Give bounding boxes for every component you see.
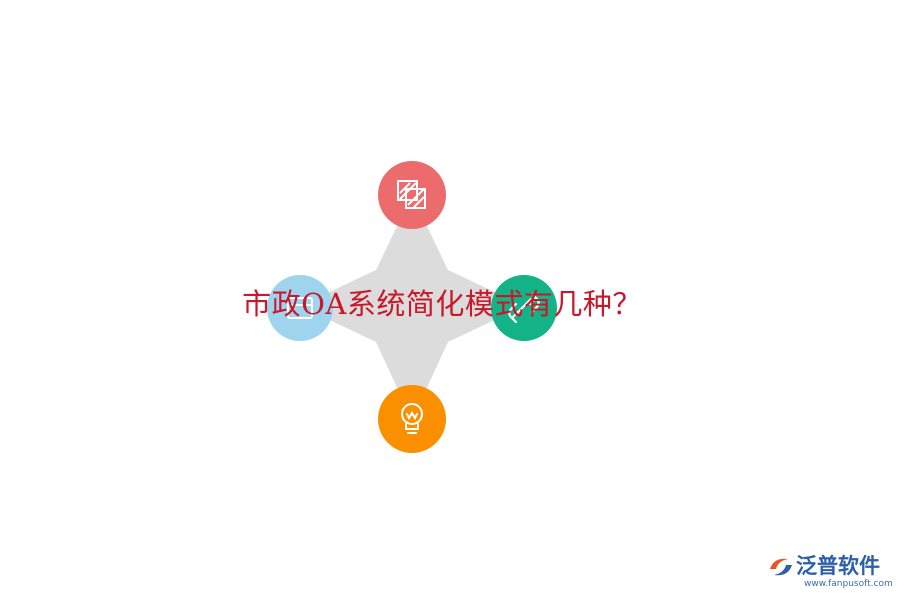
brand-name: 泛普软件 — [796, 554, 880, 578]
node-top — [378, 161, 446, 229]
node-right — [491, 275, 557, 341]
brand-logo: 泛普软件 www.fanpusoft.com — [768, 552, 894, 594]
star-connector — [300, 195, 524, 420]
node-bottom — [378, 385, 446, 453]
diagram-title: 市政OA系统简化模式有几种？ — [242, 287, 642, 321]
link-icon — [508, 292, 540, 324]
brand-mark-icon — [770, 558, 792, 576]
lightbulb-icon — [401, 403, 423, 434]
node-left — [267, 275, 333, 341]
box-icon — [287, 297, 313, 319]
striped-squares-icon — [397, 180, 426, 209]
brand-url: www.fanpusoft.com — [804, 579, 893, 589]
